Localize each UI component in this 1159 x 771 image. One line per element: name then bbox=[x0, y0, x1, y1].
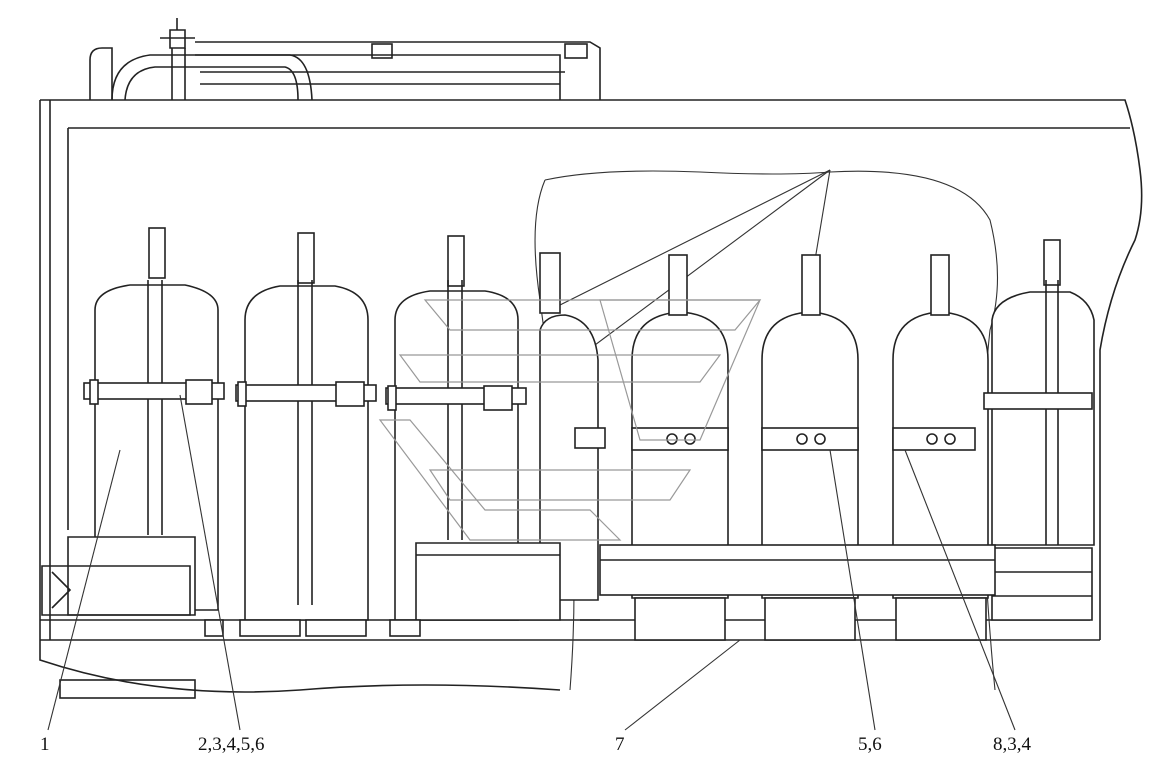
cylinder-left-2 bbox=[235, 232, 377, 621]
cylinder-left-1 bbox=[83, 227, 225, 611]
callout-leaders bbox=[47, 394, 1016, 731]
callout-8-3-4: 8,3,4 bbox=[993, 734, 1032, 755]
watermark-logo bbox=[378, 299, 762, 541]
top-handle-assembly bbox=[89, 18, 601, 101]
callout-2: 2,3,4,5,6 bbox=[198, 734, 265, 755]
cylinder-right-4 bbox=[892, 254, 989, 599]
callout-5-6: 5,6 bbox=[858, 734, 882, 755]
enclosure-frame bbox=[39, 99, 1143, 699]
base-blocks bbox=[41, 536, 1093, 641]
cylinder-right-1 bbox=[539, 252, 606, 601]
callout-7: 7 bbox=[615, 734, 625, 755]
callout-1: 1 bbox=[40, 734, 50, 755]
cylinder-left-3 bbox=[385, 235, 527, 621]
cylinder-right-5 bbox=[983, 239, 1095, 546]
cylinder-right-3 bbox=[761, 254, 859, 599]
